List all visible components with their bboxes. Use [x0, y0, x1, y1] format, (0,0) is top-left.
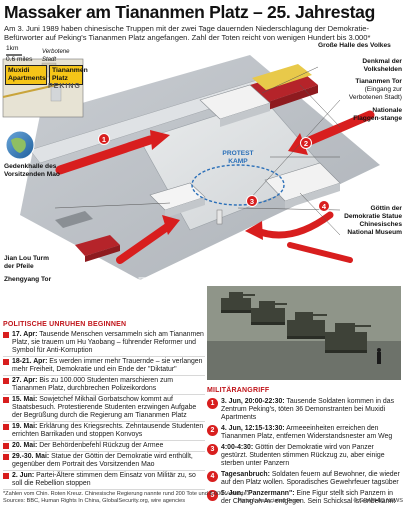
label-museum: Chinesisches National Museum: [347, 221, 402, 236]
bullet-square-icon: [3, 473, 9, 479]
event-item: 19. Mai: Erklärung des Kriegsrechts. Zeh…: [3, 422, 205, 441]
troop-arrow-5: [287, 242, 353, 263]
military-date: 4. Jun, 12:15-13:30:: [221, 425, 285, 432]
footnote: *Zahlen vom Chin. Roten Kreuz. Chinesisc…: [3, 491, 249, 497]
label-denkmal: Denkmal der Volkshelden: [362, 58, 402, 73]
bullet-square-icon: [3, 424, 9, 430]
label-muxidi: Muxidi Apartments: [5, 65, 47, 85]
step-number: 2: [207, 425, 218, 436]
label-protest-kamp: PROTEST KAMP: [222, 150, 254, 165]
event-item: 27. Apr: Bis zu 100.000 Studenten marsch…: [3, 376, 205, 395]
military-text: Soldaten feuern auf Bewohner, die wieder…: [221, 471, 400, 486]
military-text: Eine Figur stellt sich Panzern in der Ch…: [221, 490, 396, 505]
tank-man-photo: [207, 286, 401, 380]
bullet-square-icon: [3, 332, 9, 338]
label-goettin: Göttin der Demokratie Statue: [344, 205, 402, 220]
bullet-square-icon: [3, 378, 9, 384]
military-heading: MILITÄRANGRIFF: [207, 387, 270, 394]
jian-lou-tower: [55, 211, 93, 228]
event-text: Bis zu 100.000 Studenten marschieren zum…: [12, 377, 174, 392]
map-marker-4: 4: [318, 200, 330, 212]
event-item: 15. Mai: Sowjetchef Mikhail Gorbatschow …: [3, 395, 205, 422]
event-date: 18-21. Apr:: [12, 358, 48, 365]
event-item: 18-21. Apr: Es werden immer mehr Trauern…: [3, 357, 205, 376]
page-title: Massaker am Tiananmen Platz – 25. Jahres…: [4, 2, 375, 22]
event-item: 2. Jun: Partei-Ältere stimmen dem Einsat…: [3, 471, 205, 490]
map-illustration: [2, 54, 380, 280]
military-text: Göttin der Demokratie wird von Panzer ge…: [221, 444, 385, 467]
event-text: Erklärung des Kriegsrechts. Zehntausende…: [12, 423, 204, 438]
event-date: 29.-30. Mai:: [12, 453, 50, 460]
event-date: 15. Mai:: [12, 396, 38, 403]
bullet-square-icon: [3, 454, 9, 460]
scale-km: 1km: [6, 45, 19, 52]
step-number: 4: [207, 471, 218, 482]
troop-arrow-1: [55, 135, 155, 175]
map-marker-1: 1: [98, 133, 110, 145]
event-date: 19. Mai:: [12, 423, 38, 430]
bullet-square-icon: [3, 397, 9, 403]
step-number: 5: [207, 490, 218, 501]
tank-man-figure: [377, 352, 381, 364]
event-text: Tausende Menschen versammeln sich am Tia…: [12, 331, 204, 354]
label-tiananmen-tor: Tiananmen Tor: [355, 78, 402, 85]
scale-mi: 0.6 miles: [6, 56, 33, 63]
event-date: 27. Apr:: [12, 377, 38, 384]
label-tiananmen-tor-sub: (Eingang zur Verbotenen Stadt): [348, 86, 402, 101]
copyright: © GRAPHIC NEWS: [353, 497, 404, 504]
military-date: Tagesanbruch:: [221, 471, 270, 478]
bullet-square-icon: [3, 443, 9, 449]
event-text: Partei-Ältere stimmen dem Einsatz von Mi…: [12, 472, 196, 487]
bullet-square-icon: [3, 359, 9, 365]
picture-credit: Picture: Associated Press: [237, 497, 302, 504]
event-text: Es werden immer mehr Trauernde – sie ver…: [12, 358, 203, 373]
event-date: 2. Jun:: [12, 472, 35, 479]
event-item: 20. Mai: Der Behördenbefehl Rückzug der …: [3, 441, 205, 452]
label-gedenkhalle: Gedenkhalle des Vorsitzenden Mao: [4, 163, 60, 178]
politics-heading: POLITISCHE UNRUHEN BEGINNEN: [3, 321, 127, 328]
sources: Sources: BBC, Human Rights In China, Glo…: [3, 497, 186, 504]
intro-text: Am 3. Juni 1989 haben chinesische Truppe…: [4, 24, 371, 43]
label-zhengyang: Zhengyang Tor: [4, 276, 52, 283]
event-text: Der Behördenbefehl Rückzug der Armee: [39, 442, 164, 449]
label-grosse-halle: Große Halle des Volkes: [318, 42, 391, 49]
politics-event-list: 17. Apr: Tausende Menschen versammeln si…: [3, 330, 205, 490]
map-marker-2: 2: [300, 137, 312, 149]
troop-arrow-3: [116, 221, 174, 264]
label-tiananmen-platz: Tiananmen Platz: [49, 65, 88, 85]
tiananmen-map: 1km 0.6 miles Verbotene Stadt Muxidi Apa…: [0, 42, 404, 313]
map-marker-3: 3: [246, 195, 258, 207]
military-date: 5. Jun, "Panzermann":: [221, 490, 295, 497]
event-text: Sowjetchef Mikhail Gorbatschow kommt auf…: [12, 396, 197, 419]
event-item: 29.-30. Mai: Statue der Göttin der Demok…: [3, 452, 205, 471]
event-date: 20. Mai:: [12, 442, 38, 449]
label-verbotene-stadt: Verbotene Stadt: [42, 49, 70, 63]
protest-camp-circle: [191, 164, 285, 206]
step-number: 1: [207, 398, 218, 409]
military-text: Armeeeinheiten erreichen den Tiananmen P…: [221, 425, 393, 440]
event-date: 17. Apr:: [12, 331, 38, 338]
label-flaggenstange: Nationale Flaggen-stange: [353, 107, 402, 122]
tank-photo-illustration: [207, 286, 401, 380]
zhengyang-gate: [75, 235, 120, 256]
event-item: 17. Apr: Tausende Menschen versammeln si…: [3, 330, 205, 357]
military-date: 4:00-4:30:: [221, 444, 254, 451]
military-text: Tausende Soldaten kommen in das Zentrum …: [221, 398, 395, 421]
label-jian-lou: Jian Lou Turm der Pfeile: [4, 255, 49, 270]
event-text: Statue der Göttin der Demokratie wird en…: [12, 453, 193, 468]
label-peking: PEKING: [48, 83, 81, 90]
monument: [216, 209, 223, 225]
footer: *Zahlen vom Chin. Roten Kreuz. Chinesisc…: [3, 491, 403, 504]
military-date: 3. Jun, 20:00-22:30:: [221, 398, 285, 405]
step-number: 3: [207, 444, 218, 455]
